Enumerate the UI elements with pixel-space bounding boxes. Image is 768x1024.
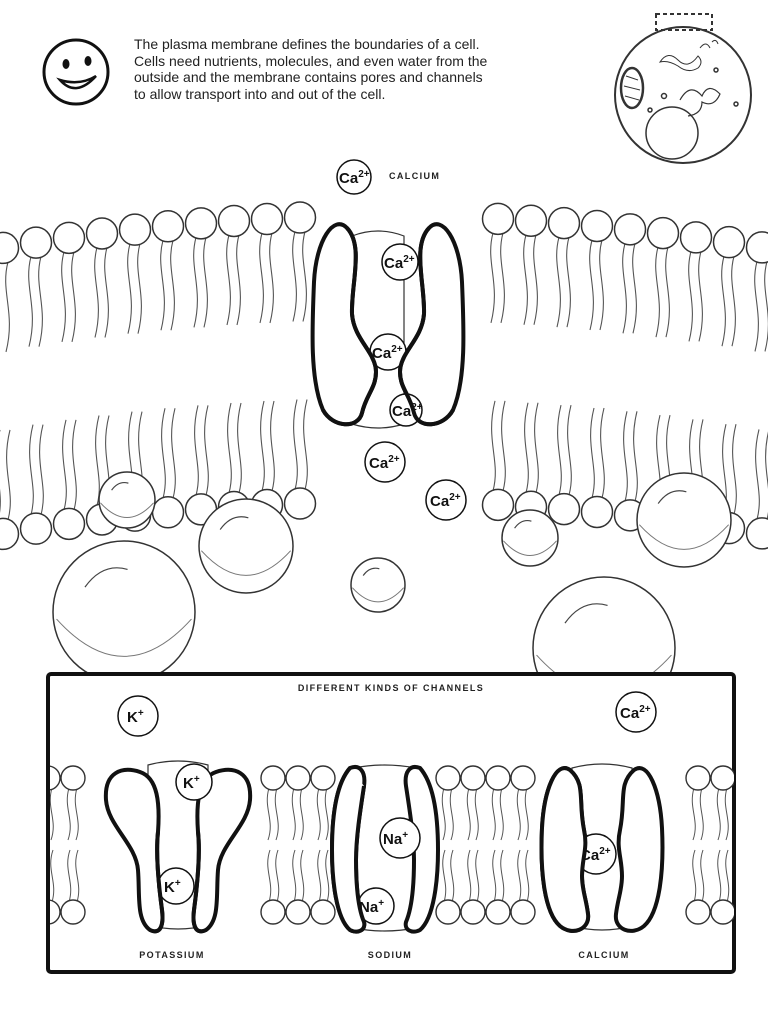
potassium-ion-in-channel-2: K+ [158,868,194,904]
calcium-ion-outside: Ca2+ [616,692,656,732]
vesicle [53,541,195,683]
cell-overview-icon [615,14,751,163]
channels-panel-title: DIFFERENT KINDS OF CHANNELS [298,683,484,693]
potassium-ion-in-channel-1: K+ [176,764,212,800]
smiley-face-icon [44,40,108,104]
calcium-ion-below-2: Ca2+ [426,480,466,520]
calcium-ion-below-1: Ca2+ [365,442,405,482]
sodium-channel-label: SODIUM [368,950,412,960]
potassium-ion-outside: K+ [118,696,158,736]
calcium-channel-label: CALCIUM [578,950,629,960]
calcium-ion-top: Ca2+ [337,160,371,194]
vesicle [502,510,558,566]
vesicle [637,473,731,567]
calcium-ion-in-channel-1: Ca2+ [382,244,418,280]
calcium-label-top: CALCIUM [389,171,440,181]
vesicle [99,472,155,528]
calcium-channel-lower-edge-overlay [542,768,589,931]
potassium-channel-label: POTASSIUM [139,950,204,960]
vesicle [199,499,293,593]
sodium-ion-in-channel-1: Na+ [380,818,420,858]
vesicle [351,558,405,612]
